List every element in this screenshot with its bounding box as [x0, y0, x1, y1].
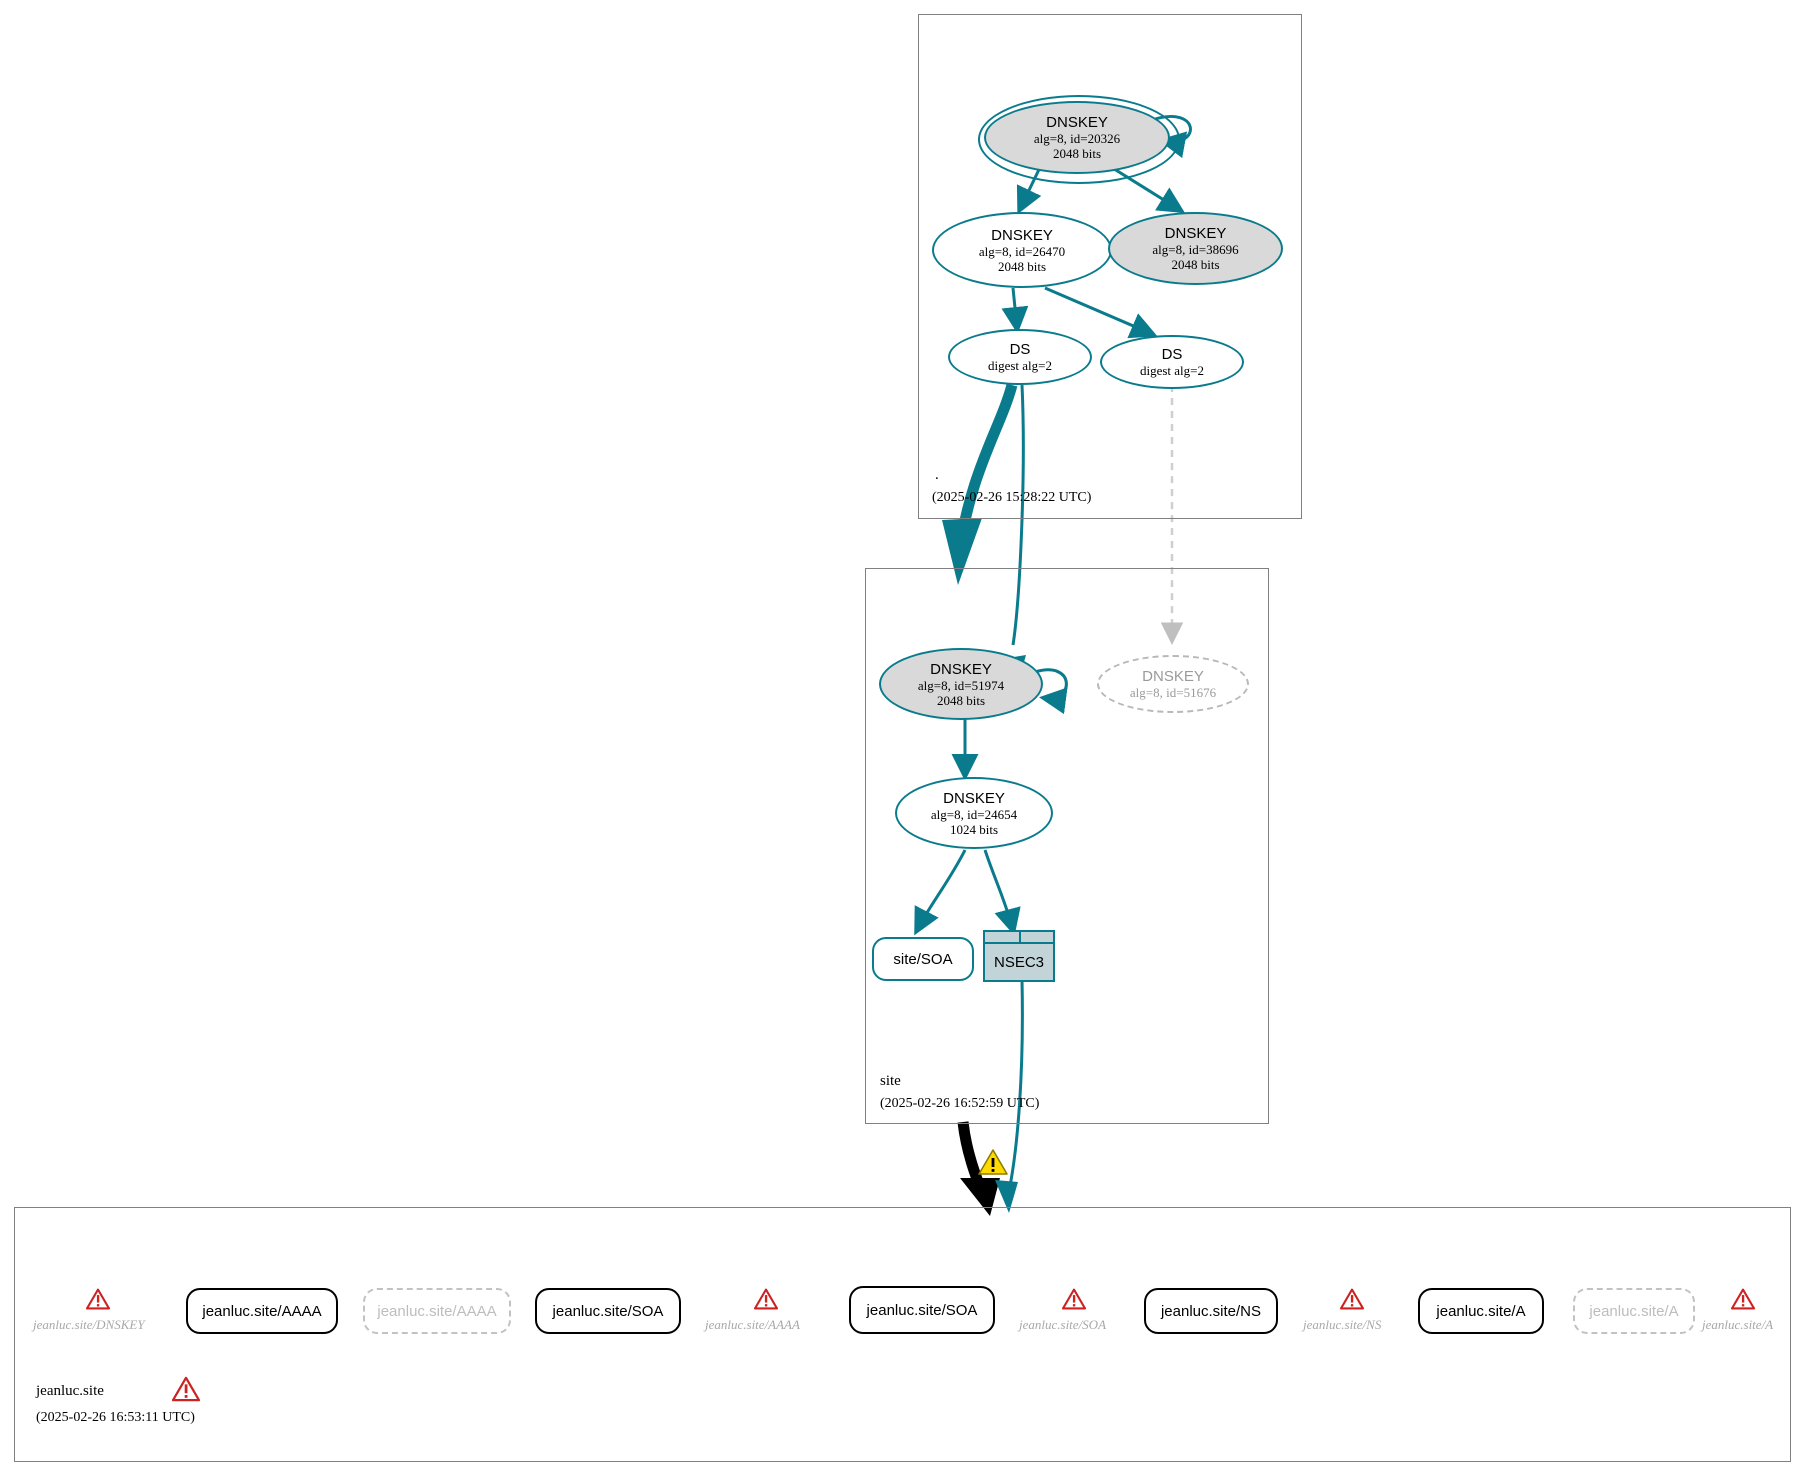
edge-ds-to-51974: [1011, 384, 1025, 646]
dnskey-20326-title: DNSKEY: [1046, 114, 1108, 131]
dnskey-20326-outer-ring: [978, 95, 1180, 184]
rrset-jeanluc-a-1[interactable]: jeanluc.site/A: [1418, 1288, 1544, 1334]
warning-icon-site-delegation[interactable]: [978, 1148, 1008, 1176]
dnskey-24654-bits: 1024 bits: [949, 821, 999, 837]
nsec3-node[interactable]: NSEC3: [983, 930, 1055, 982]
rrset-jeanluc-soa-2-label: jeanluc.site/SOA: [866, 1301, 978, 1319]
rrset-jeanluc-aaaa-dashed-label: jeanluc.site/AAAA: [377, 1302, 497, 1320]
ds-left-title: DS: [1009, 341, 1031, 358]
dnskey-51676-alg-id: alg=8, id=51676: [1129, 685, 1217, 700]
edge-26470-to-ds-right: [1044, 286, 1158, 339]
rrset-jeanluc-aaaa-1[interactable]: jeanluc.site/AAAA: [186, 1288, 338, 1334]
zone-box-root: [918, 14, 1302, 519]
error-label-aaaa: jeanluc.site/AAAA: [705, 1317, 800, 1332]
dnskey-51974-alg-id: alg=8, id=51974: [917, 677, 1005, 693]
rrset-jeanluc-a-1-label: jeanluc.site/A: [1436, 1302, 1526, 1320]
zone-label-site: site: [880, 1073, 901, 1089]
rrset-jeanluc-a-dashed[interactable]: jeanluc.site/A: [1573, 1288, 1695, 1334]
nsec3-header-bar: [985, 932, 1053, 944]
rrset-jeanluc-soa-1-label: jeanluc.site/SOA: [552, 1302, 664, 1320]
dnskey-node-51974[interactable]: DNSKEY alg=8, id=51974 2048 bits: [879, 648, 1043, 720]
dnskey-38696-title: DNSKEY: [1164, 225, 1227, 242]
dnskey-node-51676[interactable]: DNSKEY alg=8, id=51676: [1097, 655, 1249, 713]
error-label-ns: jeanluc.site/NS: [1303, 1317, 1382, 1332]
error-icon-dnskey[interactable]: [86, 1288, 110, 1310]
dnskey-24654-alg-id: alg=8, id=24654: [930, 806, 1018, 822]
rrset-jeanluc-aaaa-1-label: jeanluc.site/AAAA: [202, 1302, 322, 1320]
error-icon-a[interactable]: [1731, 1288, 1755, 1310]
error-label-dnskey: jeanluc.site/DNSKEY: [33, 1317, 145, 1332]
rrset-jeanluc-soa-2[interactable]: jeanluc.site/SOA: [849, 1286, 995, 1334]
edge-26470-to-ds-left: [1001, 287, 1029, 334]
dnskey-20326-bits: 2048 bits: [1052, 146, 1102, 161]
rrset-jeanluc-ns-label: jeanluc.site/NS: [1160, 1302, 1262, 1320]
dnskey-51676-title: DNSKEY: [1142, 668, 1204, 685]
dnskey-51974-title: DNSKEY: [930, 660, 992, 678]
dnskey-node-20326[interactable]: DNSKEY alg=8, id=20326 2048 bits: [984, 101, 1170, 174]
rrset-site-soa[interactable]: site/SOA: [872, 937, 974, 981]
error-icon-ns[interactable]: [1340, 1288, 1364, 1310]
rrset-jeanluc-aaaa-dashed[interactable]: jeanluc.site/AAAA: [363, 1288, 511, 1334]
ds-left-digest: digest alg=2: [987, 358, 1053, 373]
dnskey-26470-alg-id: alg=8, id=26470: [978, 243, 1066, 259]
ds-node-left[interactable]: DS digest alg=2: [948, 329, 1092, 385]
rrset-site-soa-label: site/SOA: [893, 950, 953, 968]
edge-self-sign-51974: [1034, 668, 1068, 715]
error-icon-aaaa[interactable]: [754, 1288, 778, 1310]
warning-icon-jeanluc-zone[interactable]: [172, 1376, 200, 1402]
error-icon-soa[interactable]: [1062, 1288, 1086, 1310]
zone-timestamp-root: (2025-02-26 15:28:22 UTC): [932, 490, 1092, 505]
ds-node-right[interactable]: DS digest alg=2: [1100, 335, 1244, 389]
dnskey-26470-title: DNSKEY: [991, 226, 1053, 244]
zone-timestamp-jeanluc: (2025-02-26 16:53:11 UTC): [36, 1410, 195, 1425]
dnskey-38696-bits: 2048 bits: [1171, 257, 1220, 272]
nsec3-label: NSEC3: [993, 953, 1045, 971]
edge-24654-to-site-soa: [914, 849, 967, 936]
rrset-jeanluc-ns[interactable]: jeanluc.site/NS: [1144, 1288, 1278, 1334]
edge-ds-to-site-zone-head: [942, 518, 982, 585]
rrset-jeanluc-soa-1[interactable]: jeanluc.site/SOA: [535, 1288, 681, 1334]
zone-box-jeanluc: [14, 1207, 1791, 1462]
dnskey-node-26470[interactable]: DNSKEY alg=8, id=26470 2048 bits: [932, 212, 1112, 288]
error-label-soa: jeanluc.site/SOA: [1019, 1317, 1107, 1332]
ds-right-title: DS: [1161, 346, 1183, 363]
zone-label-root: .: [935, 467, 939, 483]
dnskey-38696-alg-id: alg=8, id=38696: [1152, 242, 1239, 257]
dnskey-node-38696[interactable]: DNSKEY alg=8, id=38696 2048 bits: [1108, 212, 1283, 285]
zone-box-site: [865, 568, 1269, 1124]
dnskey-24654-title: DNSKEY: [943, 789, 1005, 807]
edge-nsec3-to-jeanluc: [1006, 979, 1024, 1197]
dnskey-node-24654[interactable]: DNSKEY alg=8, id=24654 1024 bits: [895, 777, 1053, 849]
dnskey-51974-bits: 2048 bits: [936, 692, 986, 708]
rrset-jeanluc-a-dashed-label: jeanluc.site/A: [1589, 1302, 1679, 1320]
edge-site-to-jeanluc-head: [960, 1178, 1000, 1216]
dnskey-20326-alg-id: alg=8, id=20326: [1033, 131, 1121, 146]
zone-label-jeanluc: jeanluc.site: [36, 1383, 104, 1399]
edge-24654-to-nsec3: [983, 849, 1021, 936]
error-label-a: jeanluc.site/A: [1702, 1317, 1774, 1332]
zone-timestamp-site: (2025-02-26 16:52:59 UTC): [880, 1096, 1040, 1111]
ds-right-digest: digest alg=2: [1139, 363, 1205, 378]
edge-nsec3-to-jeanluc-head: [995, 1180, 1018, 1213]
dnskey-26470-bits: 2048 bits: [997, 258, 1047, 274]
